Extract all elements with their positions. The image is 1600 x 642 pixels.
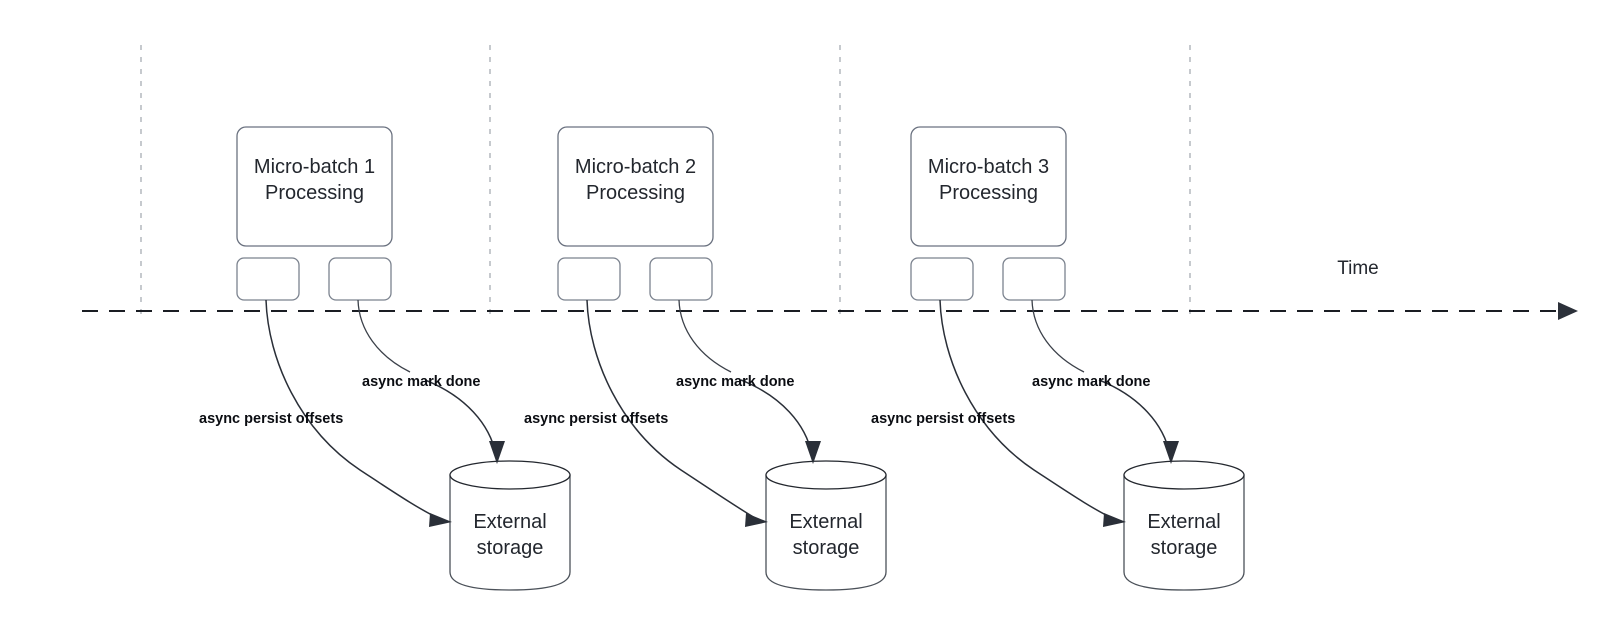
external-storage-1-top (449, 460, 571, 490)
micro-batch-1-task-box-left[interactable] (236, 257, 300, 301)
micro-batch-1-label-line2: Processing (265, 182, 364, 204)
micro-batch-1-label-line1: Micro-batch 1 (254, 156, 375, 178)
micro-batch-2-task-box-right[interactable] (649, 257, 713, 301)
micro-batch-group-2: Micro-batch 2 Processing External storag… (524, 126, 887, 591)
external-storage-1-label-line2: storage (477, 537, 544, 559)
external-storage-3-label-line2: storage (1151, 537, 1218, 559)
edge-mark-done-2-upper (678, 299, 732, 373)
edge-persist-offsets-3-arrowhead (1103, 513, 1126, 527)
time-axis-arrowhead (1558, 302, 1578, 320)
micro-batch-3-task-box-left[interactable] (910, 257, 974, 301)
micro-batch-group-3: Micro-batch 3 Processing External storag… (871, 126, 1245, 591)
edge-persist-offsets-1-arrowhead (429, 513, 452, 527)
edge-mark-done-2-arrowhead (805, 441, 821, 464)
edge-mark-done-3-label: async mark done (1032, 374, 1150, 390)
external-storage-2[interactable]: External storage (765, 460, 887, 591)
edge-mark-done-2-lower (740, 379, 813, 456)
micro-batch-3-label-line2: Processing (939, 182, 1038, 204)
edge-persist-offsets-1 (265, 299, 445, 522)
micro-batch-1-task-box-right[interactable] (328, 257, 392, 301)
edge-mark-done-1-lower (424, 379, 497, 456)
micro-batch-group-1: Micro-batch 1 Processing External storag… (199, 126, 571, 591)
micro-batch-2-label-line1: Micro-batch 2 (575, 156, 696, 178)
edge-mark-done-2-label: async mark done (676, 374, 794, 390)
micro-batch-3-box[interactable] (910, 126, 1067, 247)
edge-mark-done-3-lower (1098, 379, 1171, 456)
edge-mark-done-3-upper (1031, 299, 1085, 373)
external-storage-3[interactable]: External storage (1123, 460, 1245, 591)
edge-persist-offsets-1-label: async persist offsets (199, 411, 343, 427)
edge-mark-done-3-arrowhead (1163, 441, 1179, 464)
micro-batch-3-label-line1: Micro-batch 3 (928, 156, 1049, 178)
time-axis: Time (82, 258, 1578, 320)
edge-persist-offsets-2-label: async persist offsets (524, 411, 668, 427)
external-storage-1-body (449, 474, 571, 591)
edge-persist-offsets-2 (586, 299, 761, 522)
micro-batch-1-box[interactable] (236, 126, 393, 247)
external-storage-3-label-line1: External (1147, 511, 1220, 533)
micro-batch-2-box[interactable] (557, 126, 714, 247)
external-storage-2-label-line1: External (789, 511, 862, 533)
edge-mark-done-1-label: async mark done (362, 374, 480, 390)
external-storage-2-body (765, 474, 887, 591)
micro-batch-2-task-box-left[interactable] (557, 257, 621, 301)
micro-batch-2-label-line2: Processing (586, 182, 685, 204)
external-storage-3-top (1123, 460, 1245, 490)
edge-persist-offsets-3-label: async persist offsets (871, 411, 1015, 427)
edge-mark-done-1-upper (357, 299, 411, 373)
micro-batch-3-task-box-right[interactable] (1002, 257, 1066, 301)
edge-persist-offsets-2-arrowhead (745, 513, 768, 527)
edge-persist-offsets-3 (939, 299, 1119, 522)
external-storage-3-body (1123, 474, 1245, 591)
external-storage-2-label-line2: storage (793, 537, 860, 559)
edge-mark-done-1-arrowhead (489, 441, 505, 464)
external-storage-1-label-line1: External (473, 511, 546, 533)
external-storage-2-top (765, 460, 887, 490)
time-axis-label: Time (1337, 258, 1379, 279)
batch-boundary-guides (140, 45, 1191, 318)
external-storage-1[interactable]: External storage (449, 460, 571, 591)
